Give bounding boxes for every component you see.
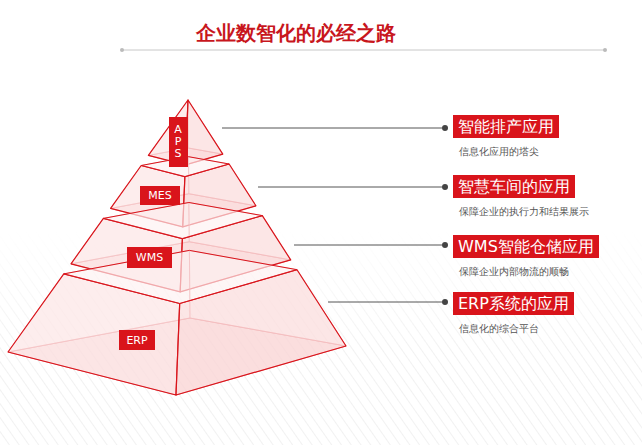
layer-tag: MES bbox=[140, 186, 180, 205]
layer-name: MES bbox=[148, 189, 171, 202]
callout-heading: 智能排产应用 bbox=[453, 115, 559, 138]
layer-name: WMS bbox=[136, 251, 163, 264]
callout-heading: WMS智能仓储应用 bbox=[453, 235, 599, 258]
callout-note: 保障企业内部物流的顺畅 bbox=[453, 265, 599, 279]
callout-box: 智慧车间的应用保障企业的执行力和结果展示 bbox=[453, 175, 589, 219]
layer-name: APS bbox=[173, 124, 184, 160]
callout-box: ERP系统的应用信息化的综合平台 bbox=[453, 292, 574, 336]
pyramid-face bbox=[185, 100, 222, 165]
callout-note: 信息化应用的塔尖 bbox=[453, 145, 559, 159]
pyramid-face bbox=[64, 250, 297, 303]
callout-box: WMS智能仓储应用保障企业内部物流的顺畅 bbox=[453, 235, 599, 279]
leader-lines bbox=[222, 128, 442, 302]
callout-note: 信息化的综合平台 bbox=[453, 322, 574, 336]
title: 企业数智化的必经之路 bbox=[196, 20, 396, 47]
layer-tag: APS bbox=[169, 117, 188, 167]
layer-tag: WMS bbox=[127, 247, 172, 268]
callout-heading: ERP系统的应用 bbox=[453, 292, 574, 315]
callout-heading: 智慧车间的应用 bbox=[453, 175, 575, 198]
layer-tag: ERP bbox=[119, 330, 155, 350]
callout-note: 保障企业的执行力和结果展示 bbox=[453, 205, 589, 219]
pyramid-face bbox=[103, 203, 262, 239]
layer-name: ERP bbox=[126, 334, 147, 347]
leader-dots bbox=[442, 125, 448, 305]
callout-box: 智能排产应用信息化应用的塔尖 bbox=[453, 115, 559, 159]
